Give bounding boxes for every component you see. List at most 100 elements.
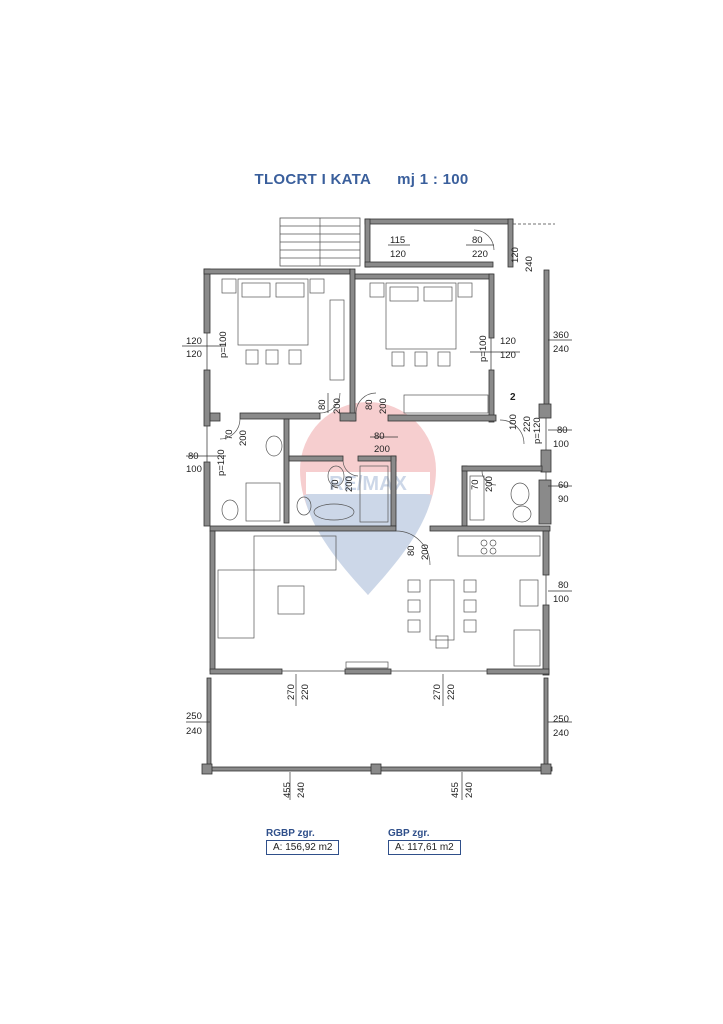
wall-storage-left (364, 218, 371, 268)
wall-bedroom2-right (488, 273, 495, 339)
toilet-1 (221, 499, 239, 521)
dim-terrace-bottom-2h: 240 (464, 782, 475, 798)
wall-left-3 (203, 461, 211, 527)
dim-balcony-2: 240 (524, 256, 535, 272)
furniture (217, 218, 541, 669)
sink-wc (512, 505, 532, 523)
dim-left-window-2h: 100 (186, 464, 202, 475)
washing-machine (469, 475, 485, 521)
wall-living-top-right (429, 525, 551, 532)
terrace-post-right (540, 763, 552, 775)
wall-stub-2 (339, 412, 357, 422)
balloon-blue (304, 491, 432, 595)
wall-left-2 (203, 369, 211, 427)
wall-living-bottom-1 (209, 668, 283, 675)
dim-bed2-window-h: 120 (500, 350, 516, 361)
room-number-2: 2 (510, 392, 516, 403)
kitchen-counter (457, 535, 541, 667)
dim-right-window-4h: 100 (553, 594, 569, 605)
wardrobe-2 (403, 394, 489, 414)
door-corridor (499, 419, 525, 445)
dim-left-window-1: 120 (186, 336, 202, 347)
dim-corr-door-h: 200 (374, 444, 390, 455)
shower-1 (245, 482, 281, 522)
dim-terrace-left: 250 (186, 711, 202, 722)
wall-bath2-top-right (357, 455, 397, 462)
toilet-2 (296, 496, 312, 516)
dim-storage-w2: 120 (390, 249, 406, 260)
dim-door-living-h: 200 (420, 544, 431, 560)
dim-terrace-bottom-2: 455 (450, 782, 461, 798)
dim-door-bath2-h: 200 (344, 476, 355, 492)
dim-right-window-1h: 240 (553, 344, 569, 355)
dim-door-b1: 80 (317, 399, 328, 410)
balloon-red (300, 402, 436, 595)
wall-wc-left (461, 465, 468, 527)
coffee-table (277, 585, 305, 615)
wall-left-1 (203, 268, 211, 334)
dim-terrace-bottom-1: 455 (282, 782, 293, 798)
wall-living-top-left (209, 525, 397, 532)
dim-door-b1-h: 200 (332, 398, 343, 414)
plan-scale: mj 1 : 100 (397, 171, 469, 188)
dimension-labels: 115 120 80 220 120 240 360 240 120 120 p… (186, 235, 569, 798)
remax-watermark: RE/MAX (300, 402, 436, 595)
dim-bed2-window: 120 (500, 336, 516, 347)
dim-parapet-2: p=100 (478, 335, 489, 362)
wall-bath2-right (390, 455, 397, 527)
wall-storage-bottom (364, 261, 494, 268)
wall-storage-right (507, 218, 514, 268)
dim-door-bath2: 70 (330, 479, 341, 490)
sink-1 (265, 435, 283, 457)
dim-terrace-bottom-1h: 240 (296, 782, 307, 798)
dimension-lines (182, 244, 572, 800)
dim-balcony-1: 120 (510, 247, 521, 263)
gbp-label: GBP zgr. (388, 828, 430, 839)
dim-window-living-1: 270 (286, 684, 297, 700)
wall-bath1-top (239, 412, 321, 420)
dim-door-bath1: 70 (224, 429, 235, 440)
dim-door-wc: 70 (470, 479, 481, 490)
dim-parapet-1: p=100 (218, 331, 229, 358)
wall-between-bedrooms (349, 268, 356, 422)
dim-door-b2: 80 (364, 399, 375, 410)
toilet-wc (510, 482, 530, 506)
wall-bedroom2-top (354, 273, 494, 280)
dim-right-window-2h: 100 (553, 439, 569, 450)
dim-corr-door: 80 (374, 431, 385, 442)
dim-door-bath1-h: 200 (238, 430, 249, 446)
dim-parapet-4: p=120 (216, 449, 227, 476)
terrace-post-mid (370, 763, 382, 775)
door-wc (481, 470, 497, 486)
gbp-area: GBP zgr. A: 117,61 m2 (388, 828, 461, 855)
terrace-right (543, 677, 549, 771)
sofa (217, 535, 337, 639)
dim-door-b2-h: 200 (378, 398, 389, 414)
gbp-value: A: 117,61 m2 (388, 840, 461, 855)
wall-right-3 (538, 479, 552, 525)
wall-bath1-right (283, 418, 290, 524)
bed-2 (369, 282, 473, 367)
dim-door-wc-h: 200 (484, 476, 495, 492)
dim-right-window-3: 60 (558, 480, 569, 491)
dim-storage-door: 80 (472, 235, 483, 246)
wall-stub-1 (209, 412, 221, 422)
dim-corr-window-h: 220 (522, 416, 533, 432)
dim-terrace-right: 250 (553, 714, 569, 725)
door-bedroom2 (355, 392, 377, 414)
dining-set (407, 579, 477, 649)
dim-corr-window: 100 (508, 414, 519, 430)
rgbp-value: A: 156,92 m2 (266, 840, 340, 855)
wall-right-2 (540, 449, 552, 473)
wall-living-bottom-3 (486, 668, 550, 675)
dim-terrace-left-h: 240 (186, 726, 202, 737)
wall-living-right-1 (542, 530, 550, 576)
dim-window-living-1h: 220 (300, 684, 311, 700)
dim-right-window-2: 80 (557, 425, 568, 436)
wall-living-right-2 (542, 604, 550, 676)
walls (201, 217, 553, 775)
door-storage (473, 229, 495, 251)
dim-parapet-3: p=120 (532, 417, 543, 444)
